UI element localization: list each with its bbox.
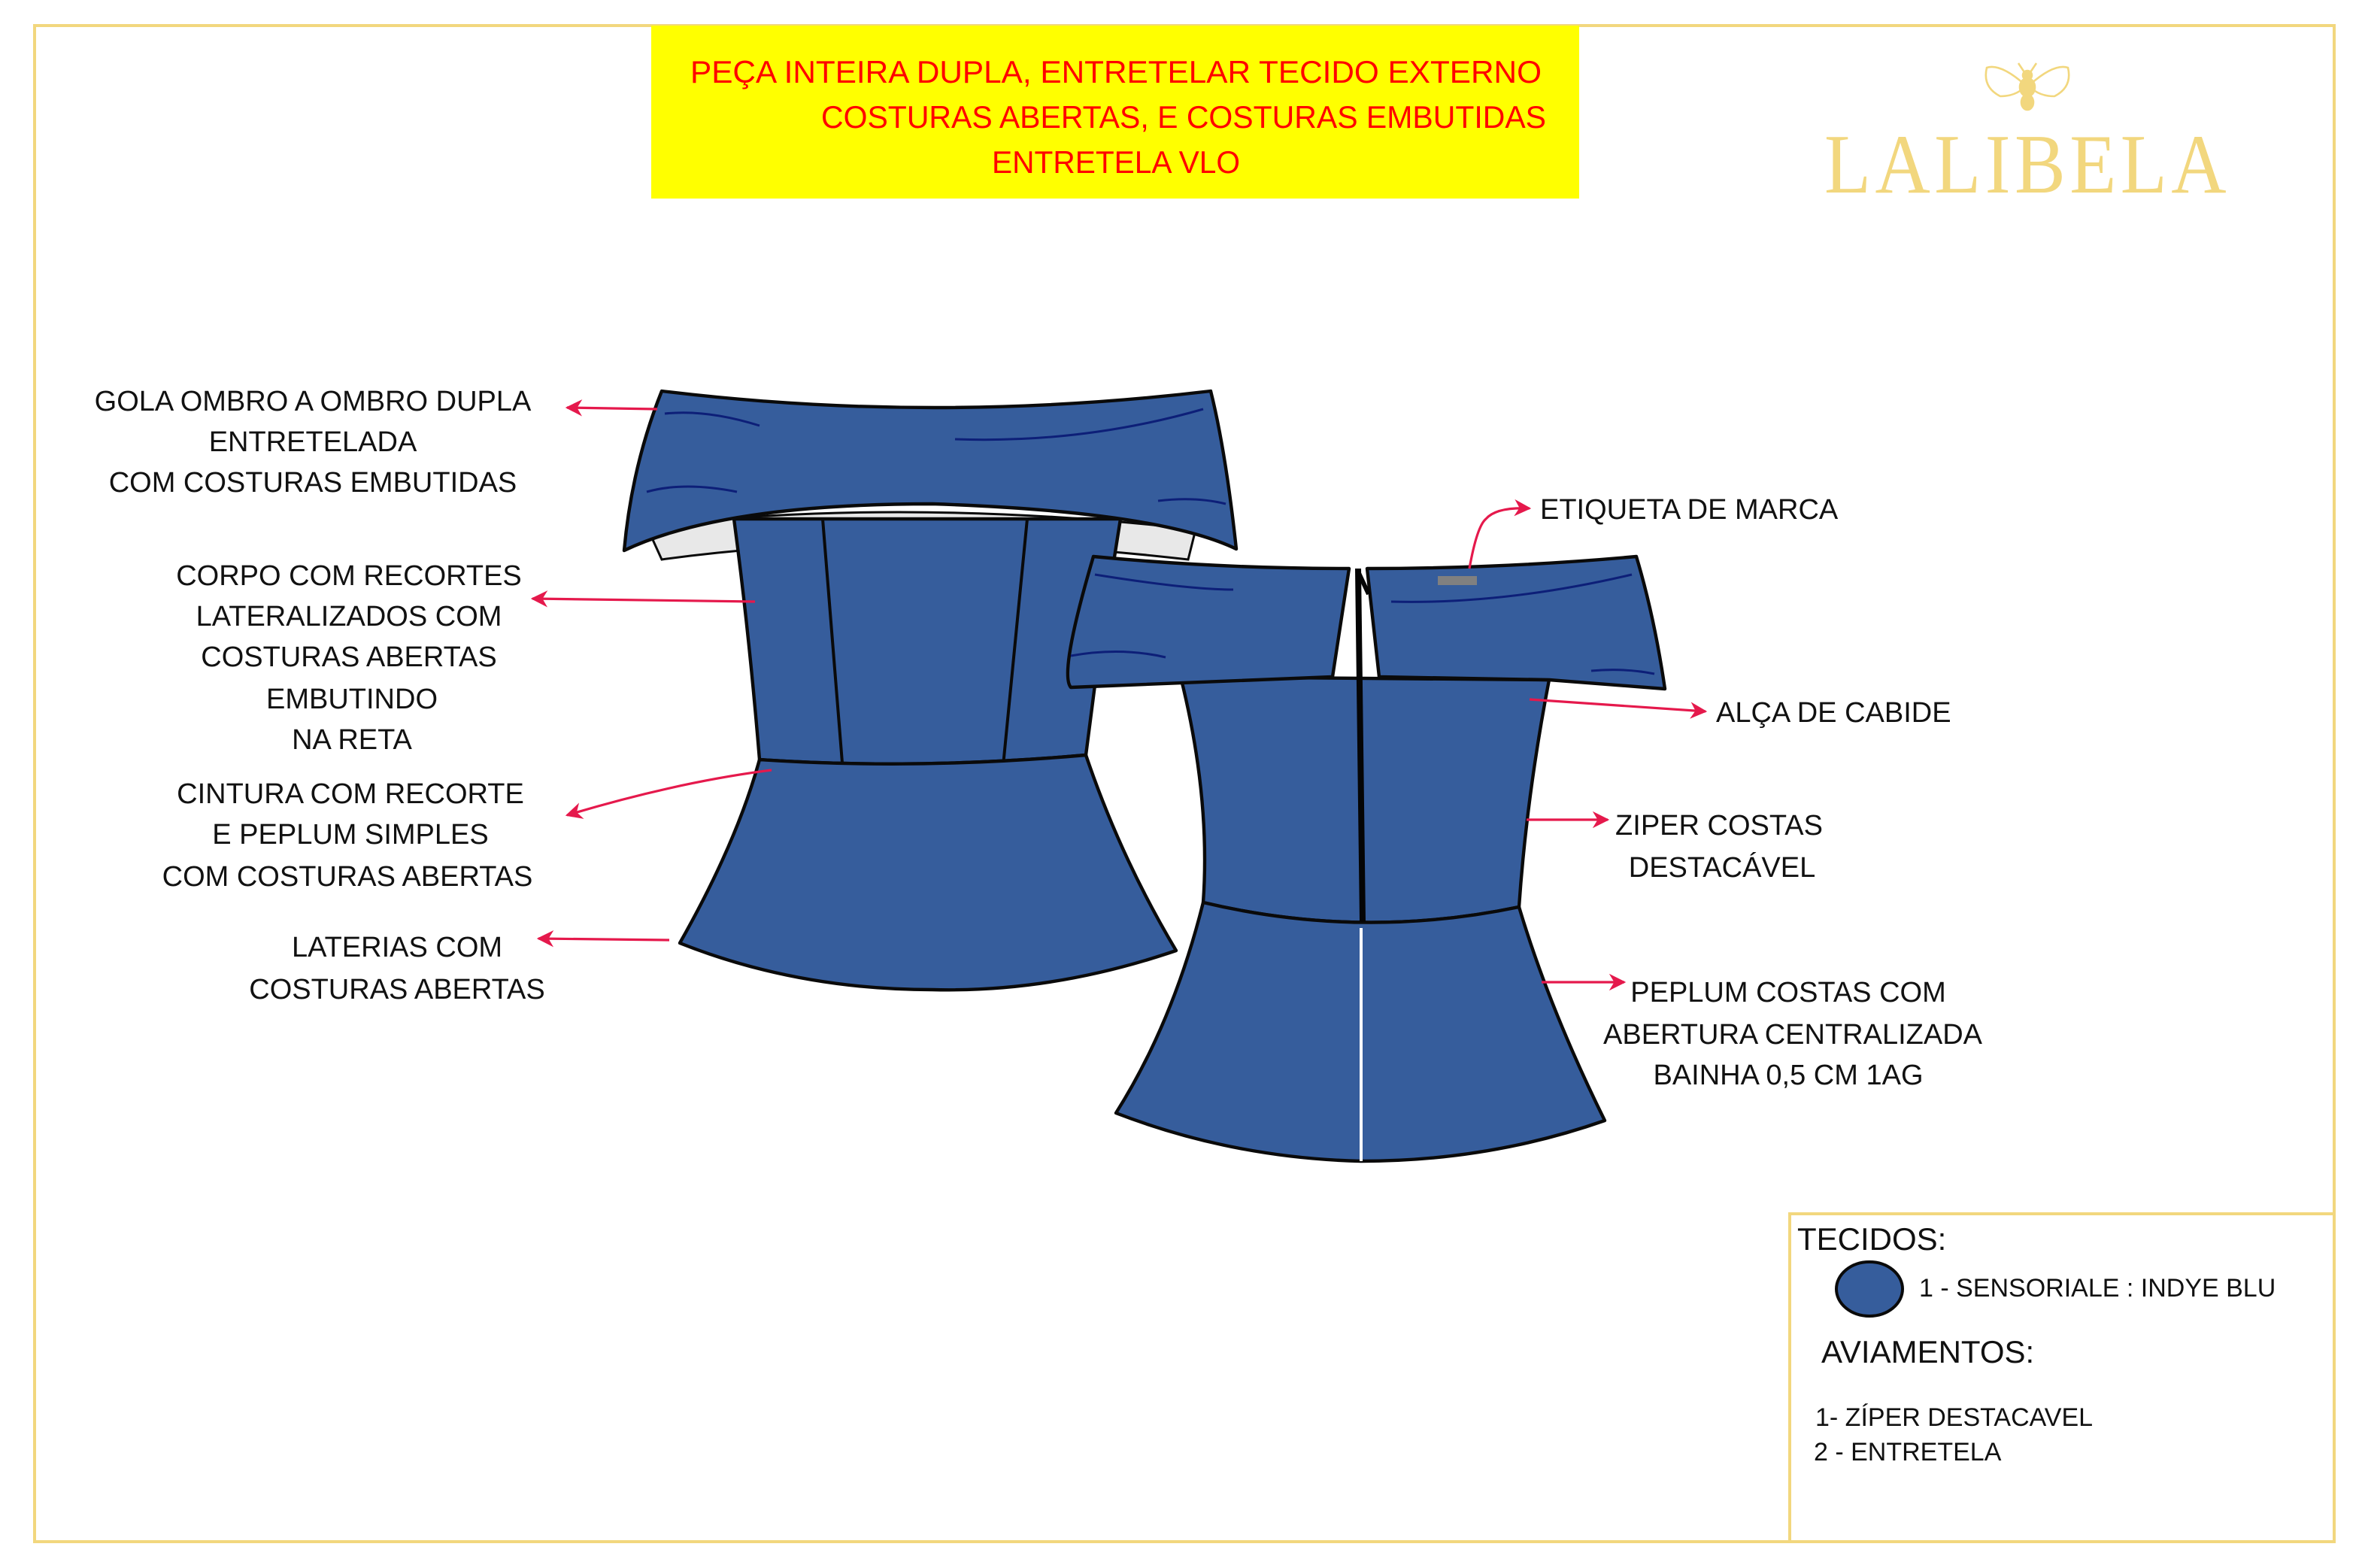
back-zipper (1355, 568, 1366, 923)
label-line: PEPLUM COSTAS COM (1630, 977, 1945, 1008)
label-line: COSTURAS ABERTAS (201, 641, 496, 673)
label-line: DESTACÁVEL (1629, 851, 1815, 884)
label-line: COM COSTURAS ABERTAS (162, 861, 533, 893)
trim-item: 2 - ENTRETELA (1814, 1438, 2002, 1466)
back-collar-right (1365, 554, 1667, 691)
header-line-1: PEÇA INTEIRA DUPLA, ENTRETELAR TECIDO EX… (690, 54, 1542, 89)
arrow-cintura (565, 769, 772, 819)
label-line: ZIPER COSTAS (1615, 810, 1823, 842)
header-note: PEÇA INTEIRA DUPLA, ENTRETELAR TECIDO EX… (651, 26, 1579, 199)
arrow-corpo (530, 590, 756, 608)
front-seam-right (1002, 518, 1029, 766)
label-line: ENTRETELADA (209, 426, 417, 458)
header-line-3: ENTRETELA VLO (992, 144, 1240, 180)
label-gola: GOLA OMBRO A OMBRO DUPLA ENTRETELADA COM… (95, 386, 532, 499)
front-view-drawing (622, 389, 1239, 992)
label-line: COM COSTURAS EMBUTIDAS (109, 467, 517, 499)
fabric-swatch (1835, 1260, 1904, 1318)
label-peplum: PEPLUM COSTAS COM ABERTURA CENTRALIZADA … (1603, 977, 1983, 1091)
label-cintura: CINTURA COM RECORTE E PEPLUM SIMPLES COM… (162, 778, 533, 893)
header-background (651, 26, 1579, 199)
label-etiqueta: ETIQUETA DE MARCA (1540, 494, 1839, 526)
label-line: BAINHA 0,5 CM 1AG (1653, 1060, 1923, 1091)
front-bodice (732, 517, 1123, 766)
fabric-item: 1 - SENSORIALE : INDYE BLU (1919, 1274, 2276, 1303)
aviamentos-title: AVIAMENTOS: (1821, 1334, 2034, 1369)
label-line: COSTURAS ABERTAS (249, 974, 544, 1005)
front-peplum (678, 753, 1178, 992)
arrow-gola (565, 399, 658, 417)
label-line: CORPO COM RECORTES (176, 560, 522, 592)
brand-logo: LALIBELA (1824, 62, 2230, 211)
label-line: ABERTURA CENTRALIZADA (1603, 1019, 1983, 1051)
front-seam-left (821, 518, 844, 763)
trim-item: 1- ZÍPER DESTACAVEL (1815, 1403, 2093, 1432)
materials-legend: TECIDOS: 1 - SENSORIALE : INDYE BLU AVIA… (1788, 1212, 2336, 1543)
arrow-etiqueta (1468, 499, 1532, 569)
label-line: CINTURA COM RECORTE (177, 778, 524, 810)
label-line: E PEPLUM SIMPLES (212, 819, 488, 851)
brand-name: LALIBELA (1824, 118, 2230, 211)
label-line: NA RETA (292, 724, 412, 756)
arrow-alca (1529, 698, 1708, 719)
label-ziper: ZIPER COSTAS DESTACÁVEL (1615, 810, 1823, 884)
label-line: EMBUTINDO (266, 684, 438, 715)
label-laterias: LATERIAS COM COSTURAS ABERTAS (249, 932, 544, 1005)
label-corpo: CORPO COM RECORTES LATERALIZADOS COM COS… (176, 560, 522, 756)
back-collar-left (1066, 554, 1351, 690)
bee-icon (1985, 62, 2070, 111)
label-alca: ALÇA DE CABIDE (1716, 697, 1951, 729)
arrow-laterias (536, 930, 670, 948)
annotation-arrows (530, 399, 1708, 991)
label-line: LATERIAS COM (292, 932, 502, 963)
front-collar (622, 389, 1239, 553)
back-view-drawing (1066, 554, 1667, 1163)
label-line: LATERALIZADOS COM (196, 601, 502, 632)
label-line: GOLA OMBRO A OMBRO DUPLA (95, 386, 532, 417)
header-line-2: COSTURAS ABERTAS, E COSTURAS EMBUTIDAS (821, 99, 1546, 135)
tecidos-title: TECIDOS: (1797, 1221, 1946, 1257)
zipper-pull (1356, 570, 1371, 596)
brand-label-tag (1438, 576, 1477, 585)
